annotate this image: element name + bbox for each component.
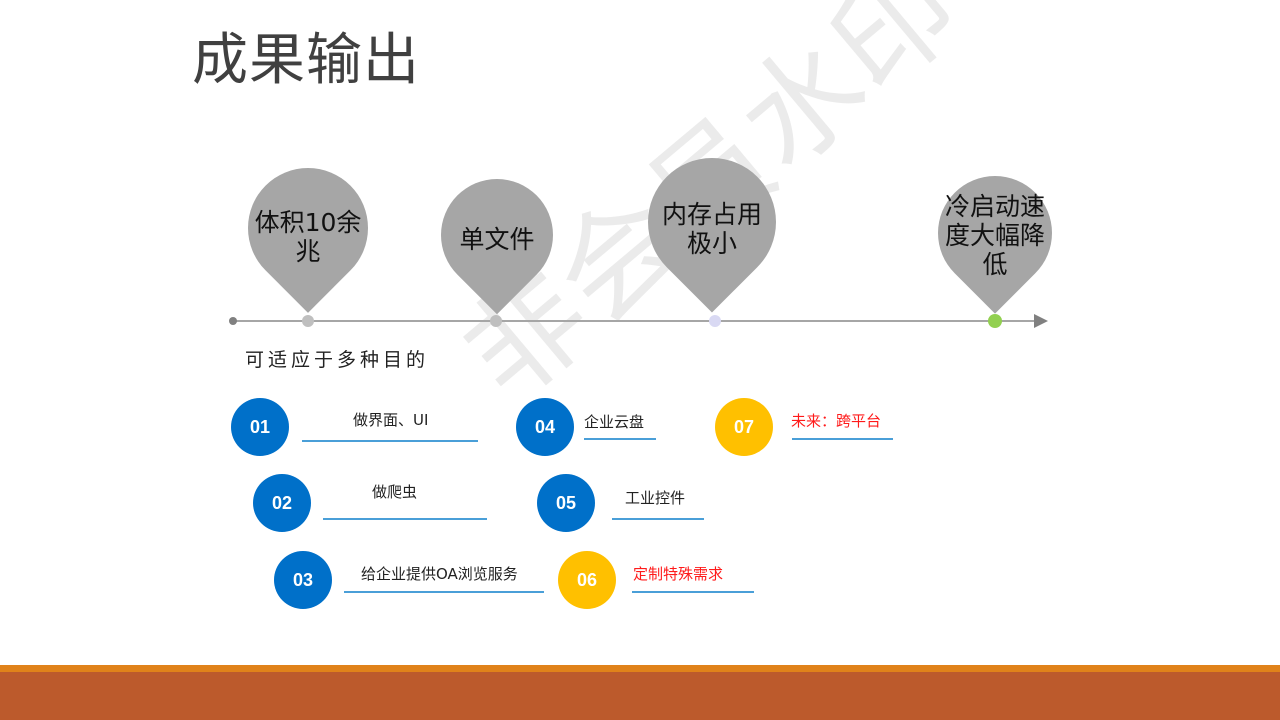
footer-band: [0, 672, 1280, 720]
purpose-label: 企业云盘: [584, 413, 645, 431]
purpose-label: 做爬虫: [372, 483, 418, 501]
slide-title: 成果输出: [192, 28, 420, 93]
purpose-label: 定制特殊需求: [633, 565, 724, 583]
pin-label: 内存占用 极小: [661, 200, 762, 258]
timeline-dot: [302, 315, 314, 327]
arrow-right-icon: [1034, 314, 1048, 328]
underline: [344, 591, 544, 593]
number-badge: 04: [516, 398, 574, 456]
underline: [792, 438, 893, 440]
purpose-label: 未来：跨平台: [791, 412, 882, 430]
footer-accent-band: [0, 665, 1280, 672]
pin-label: 冷启动速 度大幅降 低: [944, 192, 1045, 279]
timeline-dot: [988, 314, 1002, 328]
purpose-label: 工业控件: [625, 489, 686, 507]
purpose-label: 做界面、UI: [353, 411, 429, 429]
number-badge: 05: [537, 474, 595, 532]
underline: [612, 518, 704, 520]
number-badge: 01: [231, 398, 289, 456]
number-badge: 07: [715, 398, 773, 456]
underline: [323, 518, 487, 520]
underline: [302, 440, 478, 442]
pin-label: 体积10余 兆: [254, 208, 362, 266]
purpose-label: 给企业提供OA浏览服务: [361, 565, 518, 583]
timeline-dot: [490, 315, 502, 327]
number-badge: 06: [558, 551, 616, 609]
pin-label: 单文件: [459, 225, 535, 254]
underline: [632, 591, 754, 593]
timeline-start-dot: [229, 317, 237, 325]
underline: [584, 438, 656, 440]
timeline-dot: [709, 315, 721, 327]
number-badge: 03: [274, 551, 332, 609]
timeline-axis: [232, 320, 1037, 322]
section-subtitle: 可适应于多种目的: [245, 349, 430, 371]
number-badge: 02: [253, 474, 311, 532]
